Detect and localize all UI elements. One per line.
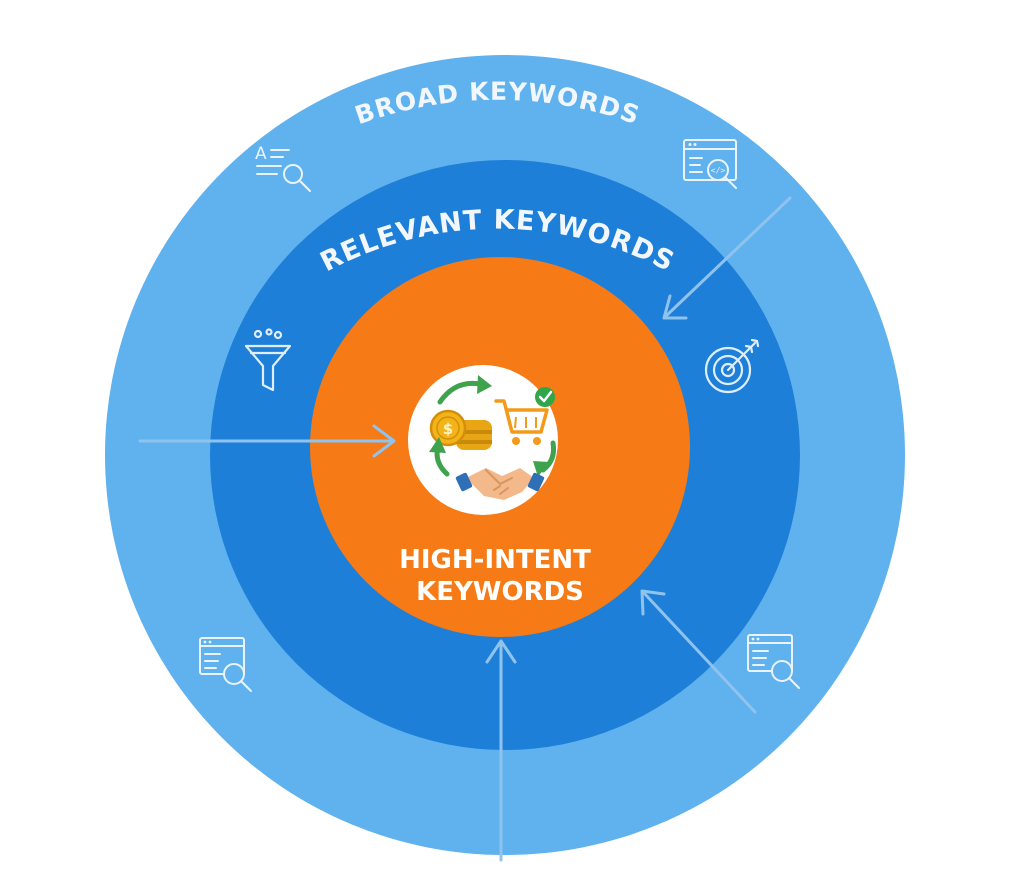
code-window-search-icon: </>	[683, 139, 737, 189]
coins-icon: $	[429, 409, 492, 450]
text-search-icon: A	[255, 144, 311, 192]
cycle-arrows-icon	[429, 375, 556, 477]
svg-text:$: $	[443, 420, 453, 438]
arrow-left	[138, 424, 396, 458]
target-icon	[704, 338, 760, 394]
core-label-line2: KEYWORDS	[416, 577, 584, 607]
svg-text:A: A	[255, 144, 267, 164]
browser-search-icon	[199, 637, 252, 692]
check-badge-icon	[535, 387, 555, 407]
funnel-icon	[244, 328, 292, 392]
arrow-top-right	[662, 196, 792, 320]
browser-search-icon	[747, 634, 800, 689]
core-label-line1: HIGH-INTENT	[399, 545, 591, 575]
arrow-bottom-right	[640, 589, 757, 714]
svg-text:</>: </>	[711, 166, 726, 175]
arrow-bottom	[485, 639, 517, 862]
handshake-icon	[455, 468, 545, 500]
shopping-cart-icon	[494, 399, 549, 445]
